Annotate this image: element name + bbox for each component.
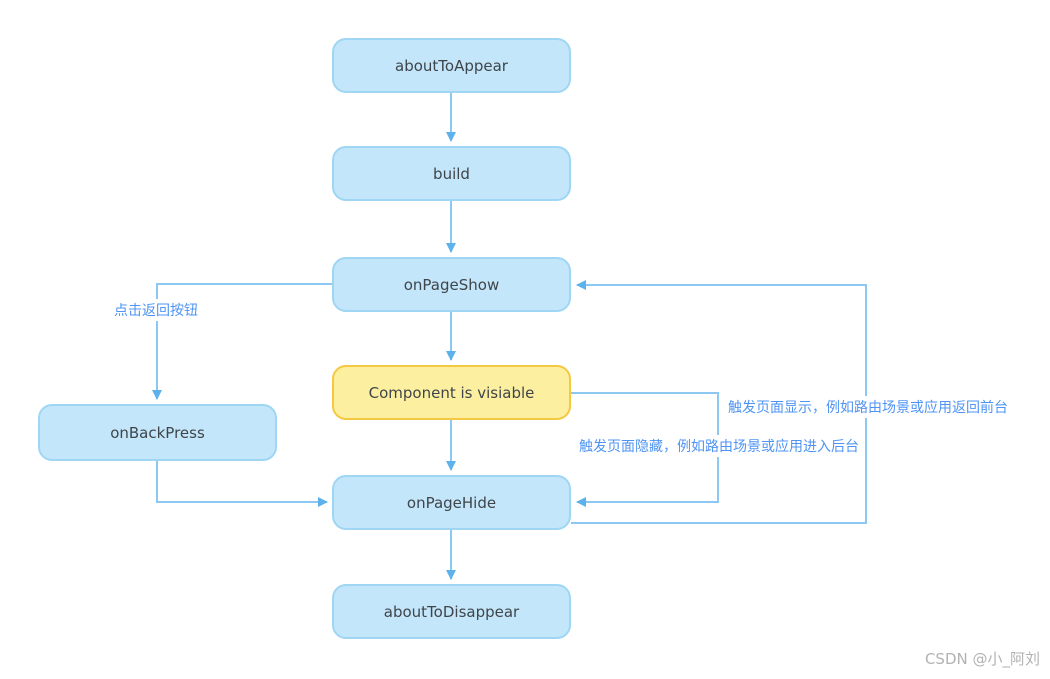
edge-onPageShow-onBackPress (152, 283, 332, 400)
node-onPageShow-label: onPageShow (403, 275, 500, 294)
node-aboutToAppear: aboutToAppear (332, 38, 571, 93)
node-aboutToDisappear: aboutToDisappear (332, 584, 571, 639)
node-build: build (332, 146, 571, 201)
watermark: CSDN @小_阿刘 (924, 650, 1040, 668)
edge-onBackPress-onPageHide (156, 461, 328, 507)
node-onPageHide-label: onPageHide (406, 493, 497, 512)
node-aboutToDisappear-label: aboutToDisappear (383, 602, 520, 621)
node-onBackPress-label: onBackPress (110, 423, 205, 442)
node-build-label: build (433, 164, 470, 183)
node-onBackPress: onBackPress (38, 404, 277, 461)
node-component-is-visible-label: Component is visiable (368, 383, 535, 402)
node-onPageShow: onPageShow (332, 257, 571, 312)
node-component-is-visible: Component is visiable (332, 365, 571, 420)
edge-label-page-hide: 触发页面隐藏，例如路由场景或应用进入后台 (574, 435, 864, 457)
node-aboutToAppear-label: aboutToAppear (395, 56, 508, 75)
node-onPageHide: onPageHide (332, 475, 571, 530)
edge-label-page-show: 触发页面显示，例如路由场景或应用返回前台 (723, 396, 1013, 418)
edge-label-back-button: 点击返回按钮 (109, 299, 203, 321)
